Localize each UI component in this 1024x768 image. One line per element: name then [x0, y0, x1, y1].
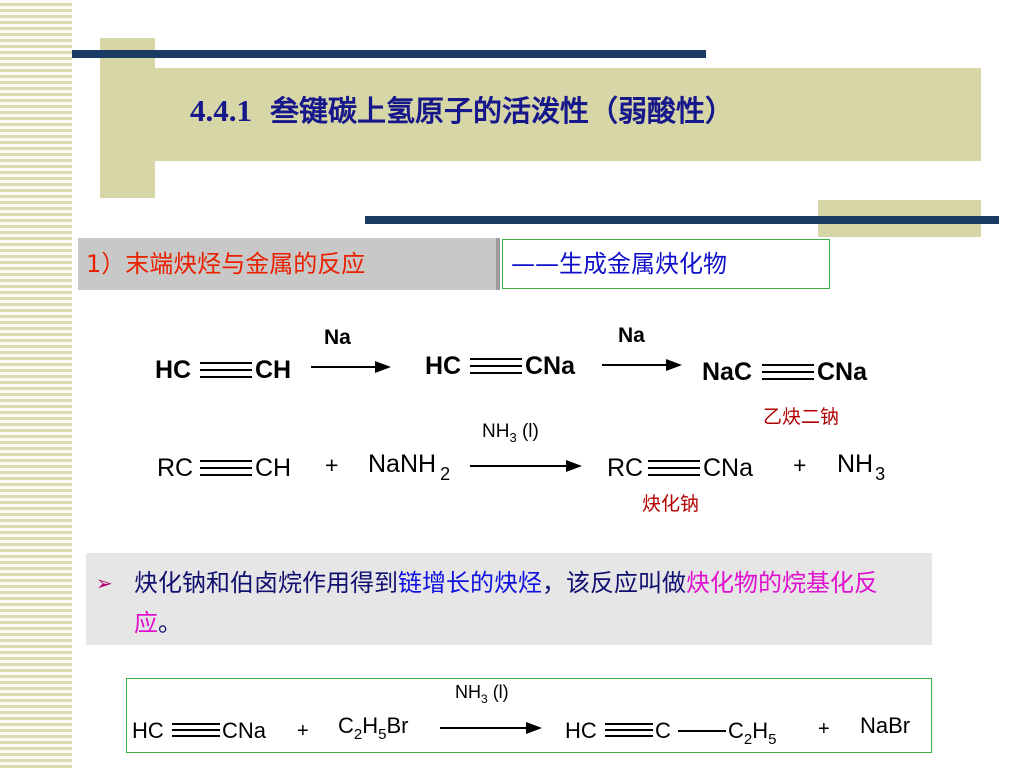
subscript: 5 — [768, 731, 777, 748]
note-part: 。 — [158, 609, 182, 637]
title-bottom-rule — [365, 216, 999, 224]
condition-phase: (l) — [487, 682, 509, 702]
title-text: 叁键碳上氢原子的活泼性（弱酸性） — [270, 94, 735, 128]
section-number: 4.4.1 — [190, 93, 252, 128]
section-heading: 1）末端炔烃与金属的反应 — [78, 238, 496, 290]
reaction-arrow — [470, 460, 582, 472]
highlight-chain-extension: 链增长的炔烃 — [398, 569, 542, 597]
carbon: C — [338, 713, 354, 738]
product-ethyl: C2H5 — [728, 718, 776, 748]
note-part: ，该反应叫做 — [542, 569, 686, 597]
triple-bond — [172, 723, 220, 737]
product-cna-2: CNa — [817, 358, 868, 386]
note-panel — [86, 553, 932, 645]
plus-sign: + — [297, 720, 309, 742]
plus-sign: + — [325, 452, 339, 478]
reactant-cna: CNa — [222, 718, 267, 743]
title-block — [155, 68, 981, 161]
nh-text: NH — [837, 450, 874, 478]
striped-side-decoration — [0, 0, 72, 768]
reactant-hc: HC — [132, 718, 164, 743]
reactant-ch: CH — [255, 454, 292, 482]
arrow-bullet-icon: ➢ — [96, 571, 113, 595]
subscript: 2 — [440, 464, 451, 484]
reactant-ch: CH — [255, 356, 292, 384]
subscript: 2 — [743, 731, 753, 748]
heading-divider — [496, 238, 500, 290]
triple-bond — [648, 460, 700, 476]
subscript: 5 — [378, 726, 387, 743]
triple-bond — [470, 358, 522, 374]
product-cna: CNa — [703, 454, 754, 482]
reagent-na-2: Na — [618, 324, 645, 347]
hydrogen: H — [752, 718, 769, 743]
single-bond — [678, 730, 726, 732]
reaction-arrow — [440, 722, 542, 734]
highlight-reaction-name: 炔化物的烷基化反应 — [134, 569, 878, 637]
nanh-text: NaNH — [368, 450, 437, 478]
section-subtitle: ——生成金属炔化物 — [502, 239, 830, 289]
reaction-arrow — [602, 359, 682, 371]
condition-text: NH — [455, 682, 481, 702]
reaction-condition: NH3 (l) — [482, 421, 539, 445]
condition-text: NH — [482, 421, 510, 442]
reactant-rc: RC — [157, 454, 194, 482]
product-cna: CNa — [525, 352, 576, 380]
note-text: 炔化钠和伯卤烷作用得到链增长的炔烃，该反应叫做炔化物的烷基化反应。 — [134, 563, 924, 643]
triple-bond — [762, 364, 814, 380]
bromine: Br — [386, 713, 409, 738]
reaction-arrow — [311, 361, 391, 373]
subscript: 3 — [875, 464, 886, 484]
product-nac: NaC — [702, 358, 753, 386]
product-name-label: 炔化钠 — [642, 493, 700, 515]
hydrogen: H — [362, 713, 379, 738]
triple-bond — [200, 460, 252, 476]
subscript: 3 — [509, 430, 517, 445]
alkylation-reaction-box — [126, 678, 932, 753]
product-hc: HC — [425, 352, 462, 380]
slide-title: 4.4.1 叁键碳上氢原子的活泼性（弱酸性） — [190, 88, 734, 130]
triple-bond — [200, 362, 252, 378]
reaction-condition: NH3 (l) — [455, 682, 509, 706]
reactant-hc: HC — [155, 356, 192, 384]
subscript: 2 — [353, 726, 363, 743]
product-nabr: NaBr — [860, 713, 911, 738]
note-part: 炔化钠和伯卤烷作用得到 — [134, 569, 398, 597]
subscript: 3 — [481, 692, 488, 706]
product-name-label: 乙炔二钠 — [763, 406, 840, 428]
triple-bond — [605, 723, 653, 737]
title-block-left — [100, 38, 155, 198]
condition-phase: (l) — [516, 421, 539, 442]
plus-sign: + — [793, 452, 807, 478]
title-top-rule — [72, 50, 706, 58]
reagent-na-1: Na — [324, 326, 351, 349]
plus-sign: + — [818, 718, 830, 740]
product-hc: HC — [565, 718, 597, 743]
carbon: C — [728, 718, 744, 743]
reactant-ethyl-bromide: C2H5Br — [338, 713, 409, 743]
product-rc: RC — [607, 454, 644, 482]
product-c: C — [655, 718, 671, 743]
